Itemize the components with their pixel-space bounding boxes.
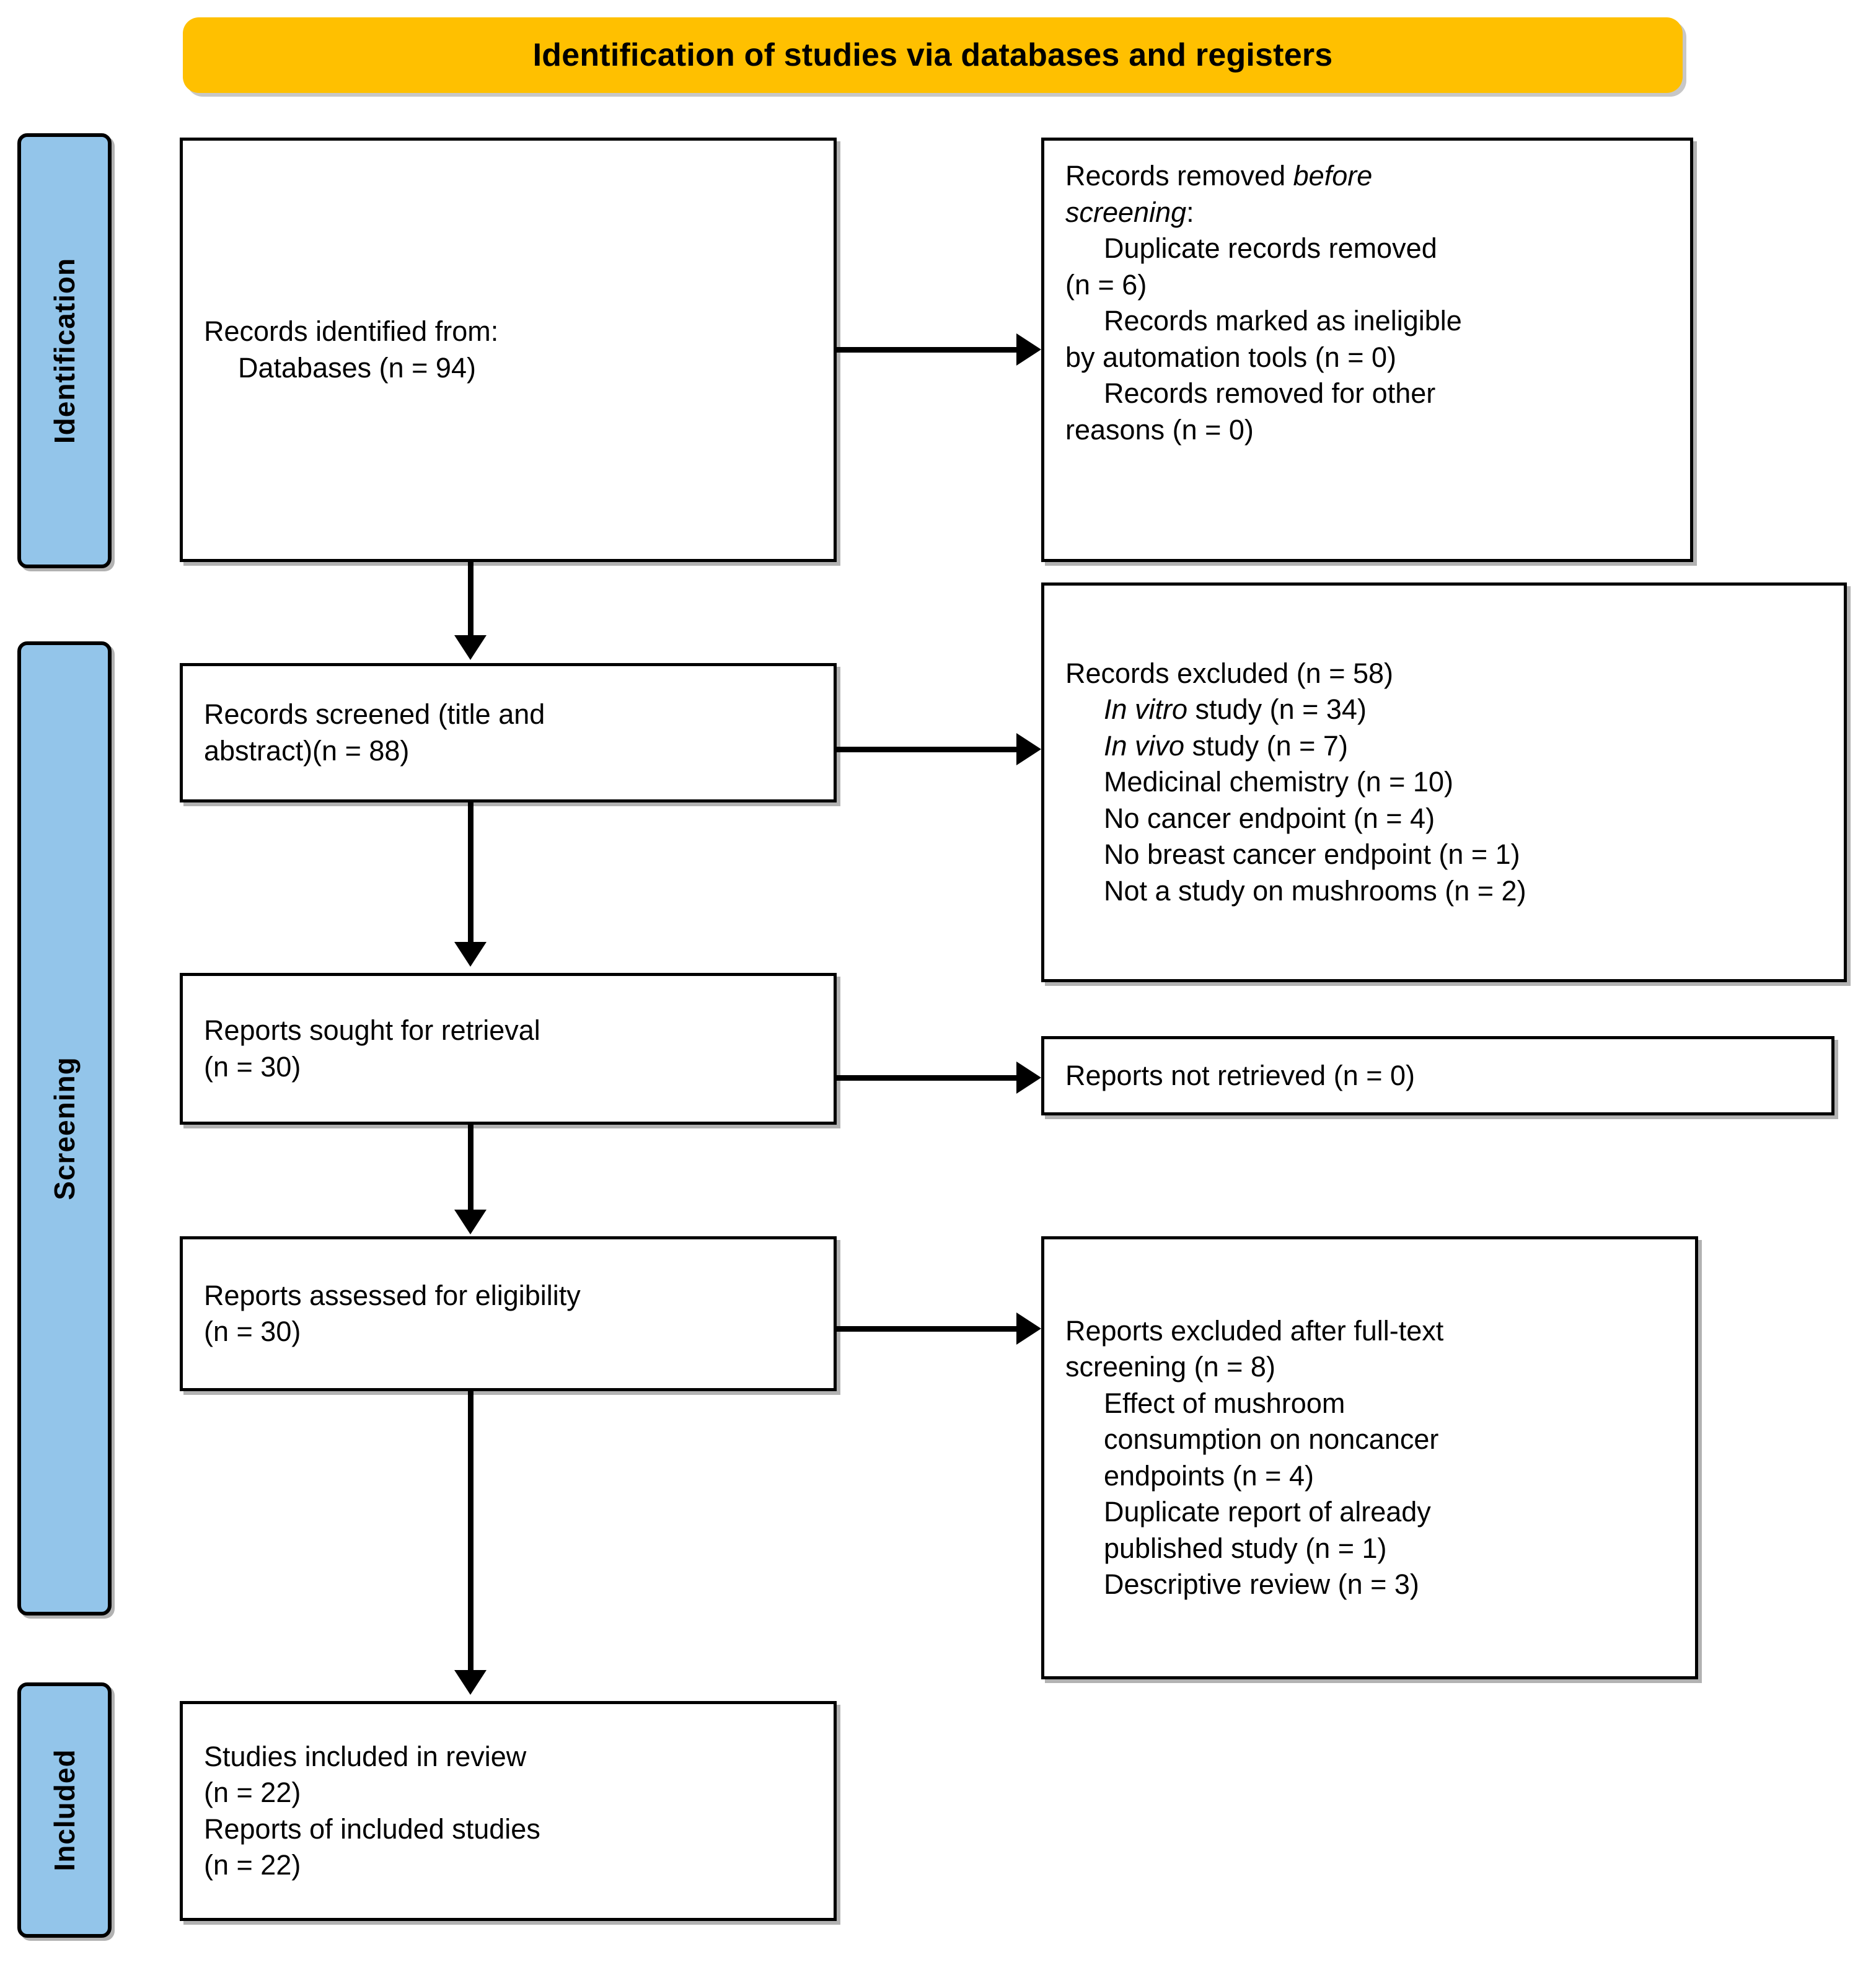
excluded-fulltext-heading-1: Reports excluded after full-text — [1065, 1314, 1444, 1347]
records-removed-colon: : — [1186, 196, 1194, 228]
excluded-fulltext-item-1b: consumption on noncancer — [1104, 1423, 1439, 1455]
reports-not-retrieved-line-1: Reports not retrieved (n = 0) — [1065, 1059, 1416, 1091]
connector-assessed-to-included — [468, 1388, 473, 1673]
records-removed-item-3b: reasons (n = 0) — [1065, 413, 1254, 446]
records-excluded-em-in-vivo: In vivo — [1104, 729, 1185, 762]
phase-label-identification: Identification — [48, 257, 81, 444]
records-removed-item-1b: (n = 6) — [1065, 268, 1147, 301]
records-removed-item-2a: Records marked as ineligible — [1104, 305, 1462, 336]
excluded-fulltext-heading-2: screening (n = 8) — [1065, 1351, 1275, 1383]
box-studies-included: Studies included in review (n = 22) Repo… — [180, 1701, 837, 1921]
excluded-fulltext-item-1a: Effect of mushroom — [1104, 1387, 1345, 1419]
records-removed-em-screening: screening — [1065, 196, 1187, 228]
arrow-identified-to-screened — [454, 635, 487, 660]
records-excluded-item-3: Medicinal chemistry (n = 10) — [1104, 766, 1453, 798]
studies-included-line-1: Studies included in review — [204, 1740, 527, 1772]
box-records-identified: Records identified from: Databases (n = … — [180, 138, 837, 562]
records-excluded-item-1-post: study (n = 34) — [1187, 693, 1367, 726]
records-excluded-heading: Records excluded (n = 58) — [1065, 657, 1394, 689]
excluded-fulltext-item-2b: published study (n = 1) — [1104, 1532, 1387, 1564]
phase-label-included: Included — [48, 1749, 81, 1871]
records-removed-line-2: screening: — [1065, 195, 1669, 231]
records-removed-em-before: before — [1293, 160, 1373, 191]
diagram-header-banner: Identification of studies via databases … — [183, 17, 1683, 93]
records-screened-line-1: Records screened (title and — [204, 698, 545, 730]
records-removed-item-3a: Records removed for other — [1104, 377, 1436, 409]
excluded-fulltext-item-2a: Duplicate report of already — [1104, 1496, 1431, 1528]
reports-sought-line-1: Reports sought for retrieval — [204, 1014, 540, 1046]
studies-included-line-4: (n = 22) — [204, 1849, 301, 1881]
records-removed-line-1: Records removed before — [1065, 158, 1669, 195]
connector-assessed-to-excluded-fulltext — [834, 1326, 1026, 1332]
arrow-identified-to-removed — [1016, 333, 1041, 366]
arrow-screened-to-sought — [454, 942, 487, 967]
box-reports-sought: Reports sought for retrieval (n = 30) — [180, 973, 837, 1125]
records-excluded-item-2-post: study (n = 7) — [1184, 729, 1348, 762]
records-excluded-item-6: Not a study on mushrooms (n = 2) — [1104, 874, 1526, 907]
box-reports-excluded-fulltext: Reports excluded after full-text screeni… — [1041, 1236, 1698, 1679]
excluded-fulltext-item-3a: Descriptive review (n = 3) — [1104, 1568, 1419, 1600]
arrow-assessed-to-included — [454, 1670, 487, 1695]
connector-screened-to-excluded — [834, 747, 1026, 752]
reports-sought-line-2: (n = 30) — [204, 1050, 301, 1083]
records-identified-line-2: Databases (n = 94) — [238, 351, 476, 384]
reports-assessed-line-2: (n = 30) — [204, 1316, 301, 1347]
phase-bar-included: Included — [17, 1682, 112, 1938]
box-records-removed-before-screening: Records removed before screening: Duplic… — [1041, 138, 1693, 562]
connector-identified-to-screened — [468, 561, 473, 641]
phase-bar-identification: Identification — [17, 133, 112, 568]
arrow-sought-to-not-retrieved — [1016, 1062, 1041, 1094]
records-excluded-item-1: In vitro study (n = 34) — [1065, 692, 1823, 728]
records-excluded-em-in-vitro: In vitro — [1104, 693, 1188, 726]
studies-included-line-3: Reports of included studies — [204, 1813, 540, 1845]
connector-screened-to-sought — [468, 799, 473, 945]
records-removed-item-1a: Duplicate records removed — [1104, 232, 1437, 264]
records-identified-line-1: Records identified from: — [204, 315, 499, 347]
records-excluded-item-4: No cancer endpoint (n = 4) — [1104, 802, 1435, 834]
box-records-screened: Records screened (title and abstract)(n … — [180, 663, 837, 802]
records-screened-line-2: abstract)(n = 88) — [204, 734, 410, 767]
records-excluded-item-2: In vivo study (n = 7) — [1065, 728, 1823, 765]
connector-sought-to-not-retrieved — [834, 1075, 1026, 1081]
connector-identified-to-removed — [834, 347, 1026, 353]
phase-label-screening: Screening — [48, 1057, 81, 1200]
records-removed-item-2b: by automation tools (n = 0) — [1065, 341, 1397, 373]
arrow-assessed-to-excluded-fulltext — [1016, 1312, 1041, 1345]
box-reports-not-retrieved: Reports not retrieved (n = 0) — [1041, 1036, 1834, 1115]
phase-bar-screening: Screening — [17, 641, 112, 1616]
box-reports-assessed: Reports assessed for eligibility (n = 30… — [180, 1236, 837, 1391]
records-excluded-item-5: No breast cancer endpoint (n = 1) — [1104, 838, 1520, 871]
banner-title: Identification of studies via databases … — [532, 37, 1333, 73]
excluded-fulltext-item-1c: endpoints (n = 4) — [1104, 1459, 1314, 1492]
reports-assessed-line-1: Reports assessed for eligibility — [204, 1279, 581, 1311]
box-records-excluded: Records excluded (n = 58) In vitro study… — [1041, 582, 1847, 982]
arrow-screened-to-excluded — [1016, 733, 1041, 765]
records-removed-text-pre: Records removed — [1065, 160, 1293, 191]
connector-sought-to-assessed — [468, 1122, 473, 1215]
studies-included-line-2: (n = 22) — [204, 1777, 301, 1808]
arrow-sought-to-assessed — [454, 1210, 487, 1234]
